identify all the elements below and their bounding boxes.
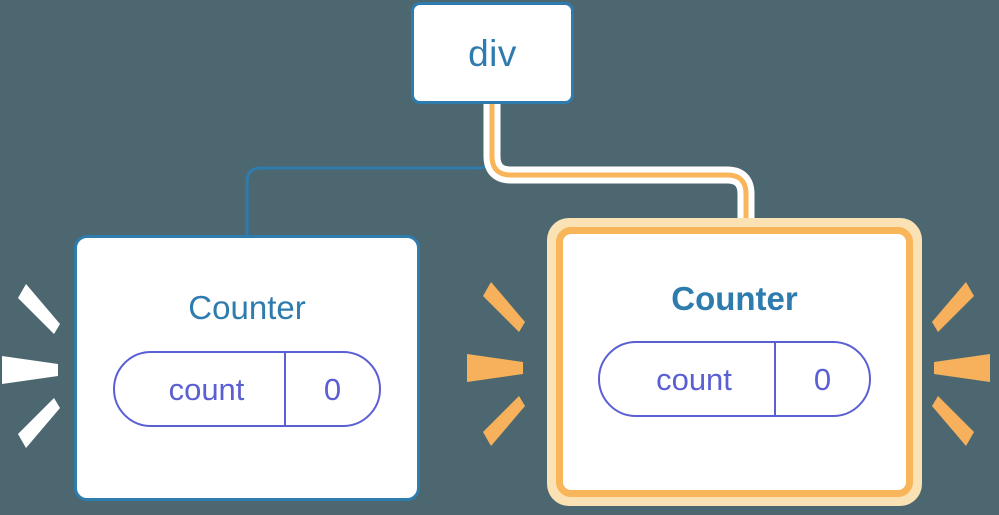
wire-div-to-counter-right	[489, 101, 749, 243]
sparkle-wedge-icon	[18, 284, 60, 334]
counter-right-title: Counter	[671, 280, 798, 317]
node-counter-right[interactable]: Counter count 0	[547, 218, 922, 506]
sparkle-burst-right-orange	[932, 282, 990, 446]
sparkle-wedge-icon	[467, 354, 523, 382]
counter-left-title: Counter	[188, 289, 306, 326]
sparkle-wedge-icon	[2, 356, 58, 384]
counter-right-state-key: count	[656, 361, 732, 397]
node-div[interactable]: div	[411, 2, 574, 104]
node-counter-left[interactable]: Counter count 0	[74, 235, 420, 501]
counter-right-highlight-frame: Counter count 0	[556, 227, 913, 497]
sparkle-wedge-icon	[932, 396, 974, 446]
wire-div-to-counter-left	[245, 102, 494, 239]
node-div-label: div	[468, 32, 517, 74]
counter-right-state-value: 0	[774, 343, 869, 415]
counter-left-state-key: count	[168, 371, 245, 407]
counter-left-state-value: 0	[284, 353, 379, 425]
sparkle-wedge-icon	[483, 396, 525, 446]
sparkle-wedge-icon	[18, 398, 60, 448]
sparkle-burst-left-white	[2, 284, 60, 448]
counter-right-state-pill: count 0	[598, 341, 871, 417]
sparkle-wedge-icon	[932, 282, 974, 332]
sparkle-burst-middle-orange	[467, 282, 525, 446]
sparkle-wedge-icon	[934, 354, 990, 382]
counter-left-state-pill: count 0	[113, 351, 381, 427]
sparkle-wedge-icon	[483, 282, 525, 332]
